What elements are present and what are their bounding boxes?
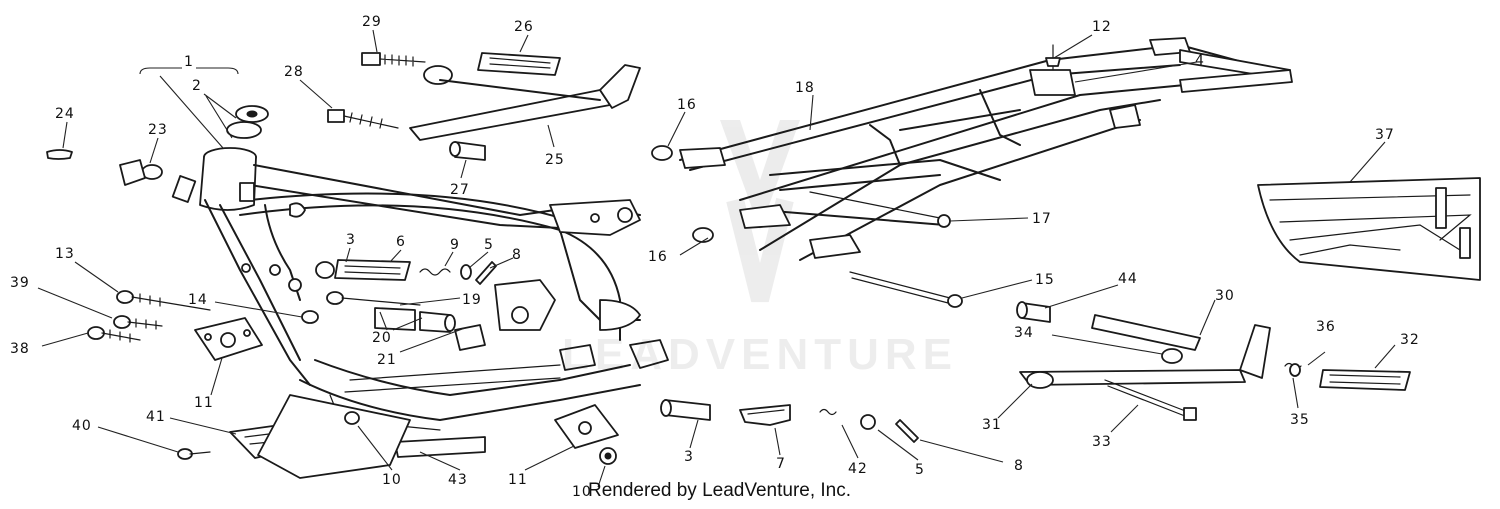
callout-5-lower: 5 — [915, 462, 925, 478]
callout-7: 7 — [776, 456, 786, 472]
collar-16-lower — [692, 227, 714, 243]
bolt-28 — [327, 109, 399, 129]
bolt-23 — [119, 159, 163, 186]
callout-44: 44 — [1118, 271, 1138, 287]
bolt-17 — [809, 191, 951, 228]
bolt-38 — [87, 326, 141, 343]
plate-11-right — [554, 404, 619, 449]
callout-8-lower: 8 — [1014, 458, 1024, 474]
bolt-13 — [116, 290, 211, 311]
callout-9: 9 — [450, 237, 460, 253]
callout-labels: 1 2 24 23 29 26 28 27 25 12 4 18 16 37 1… — [10, 14, 1420, 500]
pin-34 — [1161, 348, 1183, 364]
footpeg-26 — [477, 52, 561, 76]
callout-41: 41 — [146, 409, 166, 425]
callout-11-right: 11 — [508, 472, 528, 488]
callout-3-lower: 3 — [684, 449, 694, 465]
callout-12: 12 — [1092, 19, 1112, 35]
collar-44 — [1016, 301, 1051, 323]
callout-19: 19 — [462, 292, 482, 308]
callout-28: 28 — [284, 64, 304, 80]
callout-3-upper: 3 — [346, 232, 356, 248]
callout-16-top: 16 — [677, 97, 697, 113]
callout-25: 25 — [545, 152, 565, 168]
collar-27 — [449, 141, 486, 161]
washer-35 — [1289, 363, 1301, 377]
bolt-29 — [361, 52, 426, 67]
callout-16-mid: 16 — [648, 249, 668, 265]
rear-brake-pedal-30 — [1019, 314, 1271, 389]
sub-frame — [679, 37, 1293, 261]
render-credit: Rendered by LeadVenture, Inc. — [588, 480, 852, 501]
callout-29: 29 — [362, 14, 382, 30]
spring-42 — [819, 408, 837, 416]
collar-3-lower — [660, 399, 711, 421]
callout-18: 18 — [795, 80, 815, 96]
plate-43 — [257, 394, 486, 479]
bolt-39 — [113, 315, 163, 330]
bolt-12 — [1045, 57, 1061, 67]
plate-11-left — [194, 317, 263, 361]
bolt-15 — [849, 271, 963, 308]
callout-26: 26 — [514, 19, 534, 35]
callout-13: 13 — [55, 246, 75, 262]
callout-39: 39 — [10, 275, 30, 291]
clip-24 — [46, 149, 73, 160]
callout-36: 36 — [1316, 319, 1336, 335]
washer-5-lower — [860, 414, 876, 430]
pin-8-lower — [895, 419, 919, 443]
watermark-logo-icon — [720, 120, 800, 303]
callout-31: 31 — [982, 417, 1002, 433]
callout-1: 1 — [184, 54, 194, 70]
callout-2: 2 — [192, 78, 202, 94]
callout-5-upper: 5 — [484, 237, 494, 253]
callout-4: 4 — [1195, 53, 1205, 69]
main-frame — [171, 147, 669, 431]
rear-guard-part-37 — [1257, 177, 1481, 281]
callout-17: 17 — [1032, 211, 1052, 227]
leader-lines — [37, 29, 1396, 488]
bushing-20 — [374, 307, 456, 333]
callout-6: 6 — [396, 234, 406, 250]
pin-8-upper — [475, 261, 497, 285]
callout-30: 30 — [1215, 288, 1235, 304]
callout-33: 33 — [1092, 434, 1112, 450]
callout-10-bottom: 10 — [572, 484, 592, 500]
callout-42: 42 — [848, 461, 868, 477]
callout-15: 15 — [1035, 272, 1055, 288]
callout-24: 24 — [55, 106, 75, 122]
callout-37: 37 — [1375, 127, 1395, 143]
footpeg-32 — [1319, 369, 1411, 391]
bolt-33 — [1104, 379, 1197, 421]
callout-10: 10 — [382, 472, 402, 488]
callout-38: 38 — [10, 341, 30, 357]
bearing-2 — [226, 105, 269, 139]
washer-5-upper — [460, 264, 472, 280]
callout-14: 14 — [188, 292, 208, 308]
callout-21: 21 — [377, 352, 397, 368]
callout-34: 34 — [1014, 325, 1034, 341]
collar-14 — [301, 310, 319, 324]
collar-16-upper — [651, 145, 673, 161]
callout-27: 27 — [450, 182, 470, 198]
bolt-40 — [177, 448, 211, 460]
footpeg-7 — [739, 404, 791, 426]
callout-23: 23 — [148, 122, 168, 138]
callout-20: 20 — [372, 330, 392, 346]
collar-10 — [344, 411, 617, 465]
callout-11-left: 11 — [194, 395, 214, 411]
footpeg-6 — [315, 259, 411, 281]
callout-35: 35 — [1290, 412, 1310, 428]
callout-40: 40 — [72, 418, 92, 434]
callout-32: 32 — [1400, 332, 1420, 348]
callout-8-upper: 8 — [512, 247, 522, 263]
bolt-19 — [326, 291, 421, 306]
callout-43: 43 — [448, 472, 468, 488]
spring-9 — [419, 268, 451, 276]
upper-brake-pedal-25 — [409, 64, 641, 141]
